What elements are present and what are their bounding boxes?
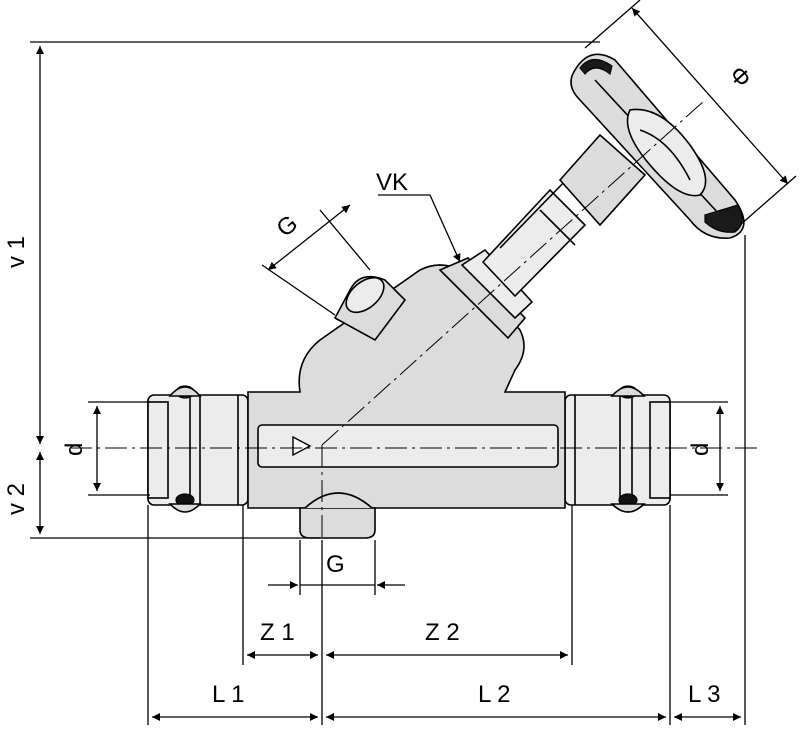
valve-spindle [481,188,587,298]
z2-label: Z 2 [425,619,460,646]
vk-label: VK [376,169,408,196]
valve-body [147,53,745,539]
side-test-port [333,275,407,342]
bottom-drain-boss [299,507,376,539]
phi-dimension-line [631,7,789,185]
v2-label: v 2 [3,483,30,515]
flow-direction-arrow [292,435,312,457]
v1-label: v 1 [3,236,30,268]
g-top-dimension-line [267,204,351,271]
d-right-label: d [687,443,714,456]
g-bottom-label: G [326,551,345,578]
phi-label: Φ [724,61,757,93]
extension-lines [30,0,797,725]
dimension-labels: Φ VK G G v 1 v 2 d d Z 1 Z 2 L 1 L 2 L 3 [3,61,756,708]
l2-label: L 2 [478,681,510,708]
l3-label: L 3 [688,681,720,708]
vk-leader-line [378,194,461,263]
valve-bonnet [438,248,534,340]
g-top-label: G [272,210,304,243]
l1-label: L 1 [212,681,244,708]
d-left-label: d [61,443,88,456]
z1-label: Z 1 [260,619,295,646]
dimension-lines [36,7,789,721]
